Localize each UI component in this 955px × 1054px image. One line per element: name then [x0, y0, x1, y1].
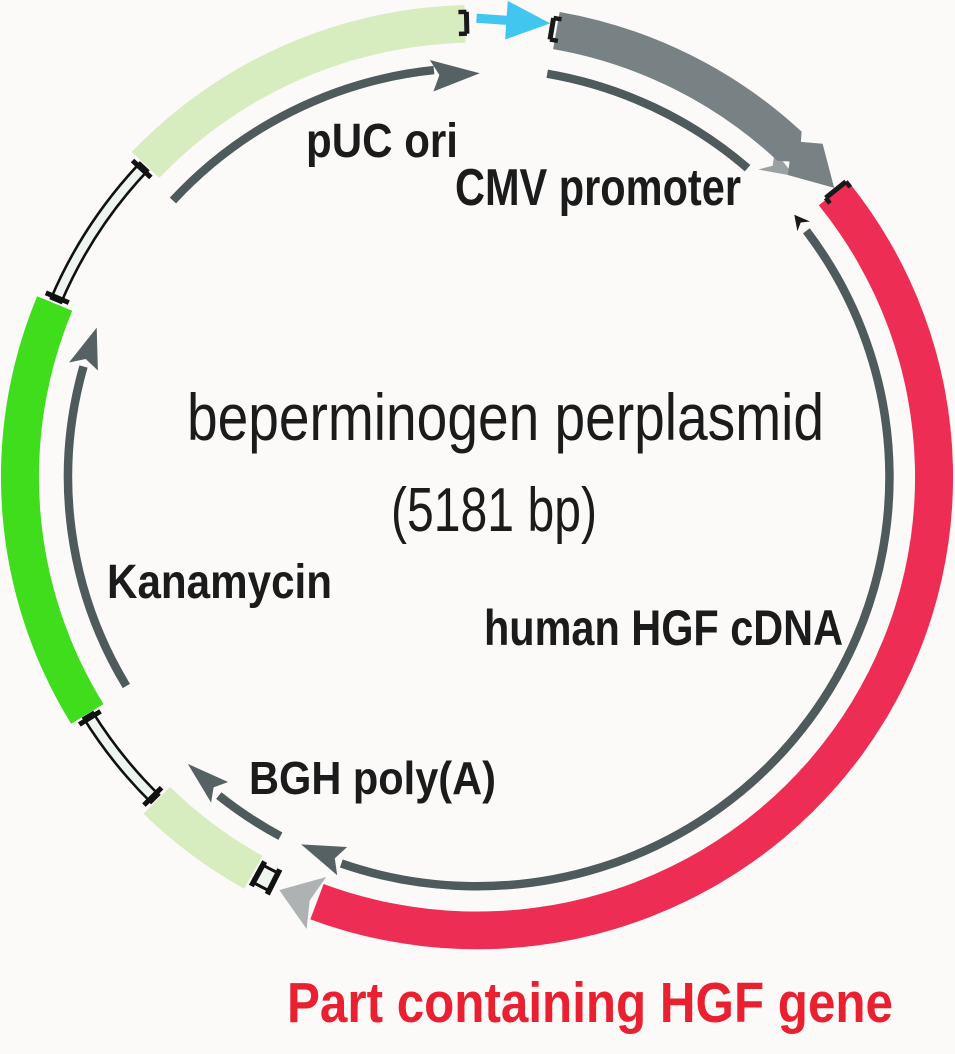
svg-text:human HGF cDNA: human HGF cDNA [484, 600, 843, 656]
svg-text:pUC ori: pUC ori [306, 115, 458, 168]
svg-text:Kanamycin: Kanamycin [107, 556, 332, 609]
svg-text:BGH poly(A): BGH poly(A) [249, 752, 496, 804]
svg-text:(5181 bp): (5181 bp) [391, 476, 597, 545]
svg-text:beperminogen perplasmid: beperminogen perplasmid [187, 380, 824, 454]
svg-text:Part containing HGF gene: Part containing HGF gene [287, 971, 893, 1035]
svg-text:CMV promoter: CMV promoter [455, 159, 741, 217]
